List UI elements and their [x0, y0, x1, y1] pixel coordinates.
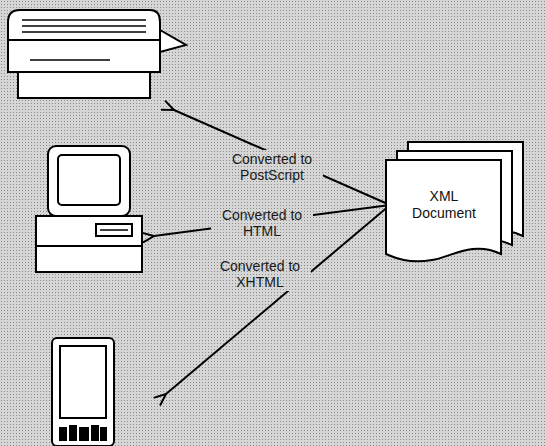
document-page: [386, 160, 501, 261]
computer-icon: [36, 146, 142, 272]
arrow-to-handheld: [166, 205, 390, 394]
printer-icon: [8, 10, 186, 98]
handheld-icon: [52, 338, 114, 446]
arrow-to-printer: [174, 110, 390, 205]
conversion-arrows: [154, 110, 390, 394]
conversion-label: Converted to XHTML: [209, 257, 311, 291]
document-text: XML Document: [407, 188, 481, 222]
conversion-label: Converted to HTML: [211, 206, 313, 240]
conversion-label: Converted to PostScript: [221, 150, 323, 184]
document-stack: XML Document: [382, 138, 527, 266]
